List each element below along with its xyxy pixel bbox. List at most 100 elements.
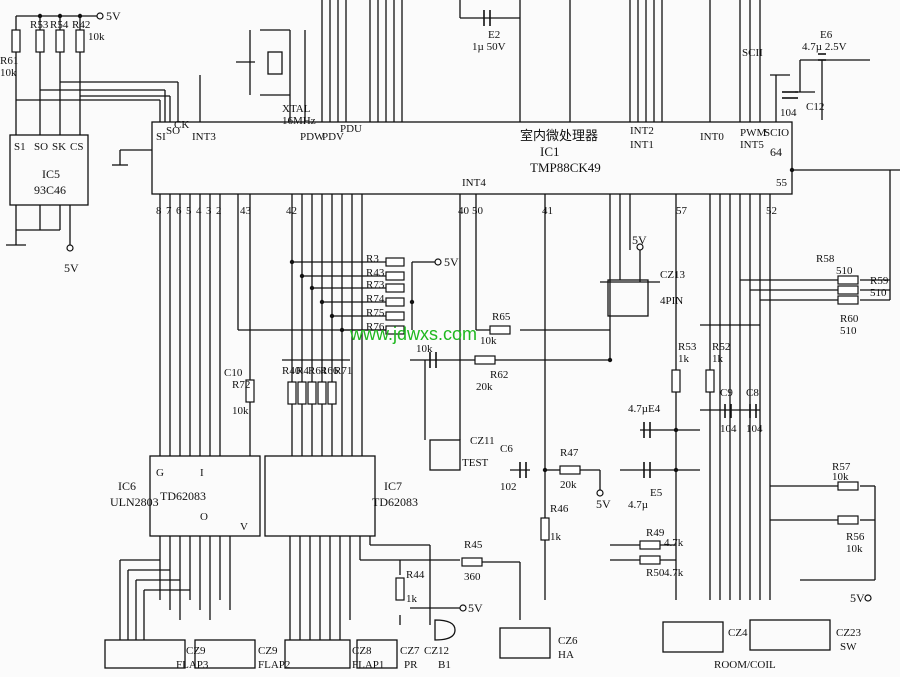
r4-label: R4	[296, 365, 309, 377]
cz13-ref: CZ13	[660, 269, 686, 281]
ic7-body	[264, 455, 376, 537]
buzzer-b1-shape	[434, 619, 456, 641]
r44-value: 1k	[406, 593, 418, 605]
pin-scio: SCIO	[764, 127, 789, 139]
c8-label: C8	[746, 387, 759, 399]
net-scii: SCII	[742, 47, 763, 59]
watermark: www.jdwxs.com	[349, 324, 477, 344]
r56-value: 10k	[846, 543, 863, 555]
r45-value: 360	[464, 571, 481, 583]
c8-value: 104	[746, 423, 763, 435]
r62-value: 20k	[476, 381, 493, 393]
ic6-ref: IC6	[118, 479, 136, 493]
c12-label: C12	[806, 101, 824, 113]
r57-value: 10k	[832, 471, 849, 483]
cz9-flap2-box	[194, 639, 256, 669]
c12-value: 104	[780, 107, 797, 119]
e2-label: E2	[488, 29, 500, 41]
e4-label: E4	[648, 403, 661, 415]
r58-label: R58	[816, 253, 835, 265]
pin-int5: INT5	[740, 139, 764, 151]
cz12-ref: CZ12	[424, 645, 449, 657]
ic1-pin-57: 57	[676, 205, 688, 217]
r72-value: 10k	[232, 405, 249, 417]
ic1-pin-52: 52	[766, 205, 777, 217]
ic1-pin-50: 50	[472, 205, 484, 217]
r54-label: R54	[50, 19, 69, 31]
ic6-part: ULN2803	[110, 495, 159, 509]
c10-label: C10	[224, 367, 243, 379]
cz9b-label: FLAP2	[258, 659, 290, 671]
r64-label: R64	[308, 365, 327, 377]
ic1-pin-43: 43	[240, 205, 252, 217]
cz4-room-coil-box	[662, 621, 724, 653]
cz6-label: HA	[558, 649, 574, 661]
pin-ck: CK	[174, 119, 189, 131]
ic1-pin-5: 5	[186, 205, 192, 217]
pin-pdv: PDV	[322, 131, 344, 143]
e2-value: 1µ 50V	[472, 41, 506, 53]
ic1-body	[151, 121, 793, 195]
ic5-pin-so: SO	[34, 141, 48, 153]
ic6-pin-g: G	[156, 467, 164, 479]
ic1-pin-41: 41	[542, 205, 553, 217]
xtal-ref: XTAL	[282, 103, 311, 115]
r76-label: R76	[366, 321, 385, 333]
r72-label: R72	[232, 379, 250, 391]
pin-int4: INT4	[462, 177, 486, 189]
r65-label: R65	[492, 311, 511, 323]
cz8-ref: CZ8	[352, 645, 372, 657]
ic1-desc: 室内微处理器	[520, 128, 598, 143]
pin-int1: INT1	[630, 139, 654, 151]
ic1-ref: IC1	[540, 144, 560, 159]
ic1-part: TMP88CK49	[530, 160, 601, 175]
cz6-ha-box	[499, 627, 551, 659]
r53b-label: R53	[678, 341, 697, 353]
ic1-pin-8: 8	[156, 205, 162, 217]
vcc-label-r47: 5V	[596, 497, 611, 511]
cz23-sw-box	[749, 619, 831, 651]
e4-value: 4.7µ	[628, 403, 648, 415]
pin-int0: INT0	[700, 131, 724, 143]
c6-value: 102	[500, 481, 517, 493]
capacitor-symbols	[429, 10, 826, 478]
ic5-ref: IC5	[42, 167, 60, 181]
c9-value: 104	[720, 423, 737, 435]
r65-value: 10k	[480, 335, 497, 347]
r56-label: R56	[846, 531, 865, 543]
pin-so: SO	[166, 125, 180, 137]
r58-value: 510	[836, 265, 853, 277]
r60-label: R60	[840, 313, 859, 325]
cz9b-ref: CZ9	[258, 645, 278, 657]
cz9-flap3-box	[104, 639, 186, 669]
r62-label: R62	[490, 369, 508, 381]
cz8-flap1-box	[284, 639, 351, 669]
cz7-ref: CZ7	[400, 645, 420, 657]
vcc-label-ic5: 5V	[64, 261, 79, 275]
r60-value: 510	[840, 325, 857, 337]
r42-value: 10k	[88, 31, 105, 43]
r71-label: R71	[334, 365, 352, 377]
cz9a-ref: CZ9	[186, 645, 206, 657]
cz6-ref: CZ6	[558, 635, 578, 647]
r57-label: R57	[832, 461, 851, 473]
pin-pwm: PWM	[740, 127, 767, 139]
r49-label: R49	[646, 527, 665, 539]
r50-value: 4.7k	[664, 567, 684, 579]
pin-pdu: PDU	[340, 123, 362, 135]
ic7-part: TD62083	[372, 495, 418, 509]
ic7-ref: IC7	[384, 479, 402, 493]
ic6-pin-v: V	[240, 521, 248, 533]
cz11-ref: CZ11	[470, 435, 495, 447]
vcc-label-top: 5V	[106, 9, 121, 23]
ic5-part: 93C46	[34, 183, 66, 197]
r50-label: R50	[646, 567, 665, 579]
cz9a-label: FLAP3	[176, 659, 209, 671]
ic5-pin-sk: SK	[52, 141, 66, 153]
r52-value: 1k	[712, 353, 724, 365]
resistor-symbols	[11, 29, 859, 601]
vcc-label-sw: 5V	[850, 591, 865, 605]
r73-label: R73	[366, 279, 385, 291]
